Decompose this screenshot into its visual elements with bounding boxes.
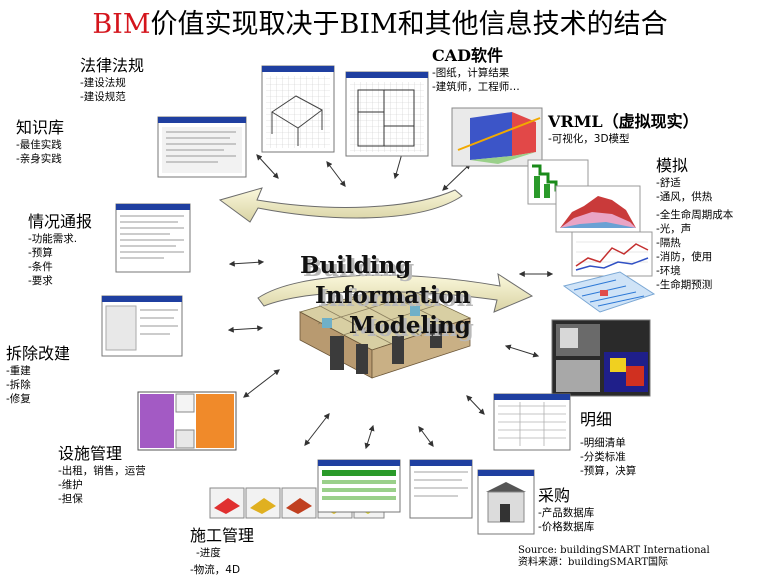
node-purchase-item: -产品数据库 (538, 507, 595, 519)
vrml-model-thumbnail (451, 107, 543, 167)
bim-line1: Building (300, 252, 411, 279)
arrow-demolish (227, 325, 264, 333)
procurement-database-thumbnails (317, 459, 535, 535)
ventilation-simulation-thumbnail (562, 271, 656, 313)
node-detail: 明细 -明细清单 -分类标准 -预算，决算 (580, 410, 636, 478)
simulation-area-chart (555, 185, 641, 233)
node-simulation-item: -隔热 (656, 237, 681, 249)
node-knowledge-item: -亲身实践 (16, 153, 62, 165)
arrow-vrml (442, 163, 471, 191)
bim-line1-shadow: Building (303, 255, 414, 282)
node-brief: 情况通报 -功能需求. -预算 -条件 -要求 (28, 212, 92, 288)
arrow-4d (304, 413, 330, 446)
cad-plan-thumbnail (345, 71, 429, 157)
source-credit: Source: buildingSMART International 资料来源… (518, 545, 710, 569)
node-simulation-item: -通风，供热 (656, 191, 713, 203)
node-simulation-item: -光，声 (656, 223, 692, 235)
arrow-detail (466, 395, 485, 415)
node-law-title: 法律法规 (80, 56, 145, 75)
swoosh-arrow-lower (257, 272, 534, 313)
node-law-item: -建设法规 (80, 77, 126, 89)
node-detail-item: -分类标准 (580, 451, 626, 463)
brief-document-thumbnail (115, 203, 191, 273)
node-construction-item: -进度 (196, 547, 221, 559)
node-brief-item: -要求 (28, 275, 53, 287)
node-simulation: 模拟 -舒适 -通风，供热 -全生命周期成本 -光，声 -隔热 -消防，使用 -… (656, 156, 733, 292)
node-simulation-item: -全生命周期成本 (656, 209, 734, 221)
cad-drawing-thumbnail (261, 65, 335, 153)
node-simulation-item: -消防，使用 (656, 251, 713, 263)
arrow-brief (228, 259, 265, 267)
node-purchase-item: -价格数据库 (538, 521, 595, 533)
slide-title: BIM价值实现取决于BIM和其他信息技术的结合 (0, 2, 760, 41)
source-cn: 资料来源：buildingSMART国际 (518, 557, 669, 568)
node-facility-item: -出租，销售，运营 (58, 465, 146, 477)
arrow-vr-render (504, 344, 540, 358)
node-demolish-item: -重建 (6, 365, 31, 377)
node-brief-item: -条件 (28, 261, 53, 273)
node-purchase: 采购 -产品数据库 -价格数据库 (538, 486, 594, 534)
node-cad-item: -图纸，计算结果 (432, 67, 510, 79)
connector-arrows (227, 148, 554, 450)
node-brief-title: 情况通报 (28, 212, 93, 231)
node-brief-item: -预算 (28, 247, 53, 259)
node-demolish-item: -拆除 (6, 379, 31, 391)
node-knowledge-title: 知识库 (16, 118, 65, 137)
node-vrml: VRML（虚拟现实） -可视化，3D模型 (548, 112, 699, 146)
swoosh-arrow-upper (218, 187, 463, 223)
node-cad-item: -建筑师，工程师… (432, 81, 520, 93)
node-simulation-item: -环境 (656, 265, 681, 277)
arrow-law-2 (326, 161, 346, 187)
node-demolish-item: -修复 (6, 393, 31, 405)
node-facility-title: 设施管理 (58, 444, 123, 463)
arrow-law (256, 154, 279, 179)
arrow-facility (243, 369, 280, 398)
arrow-purchase (418, 426, 434, 447)
node-simulation-title: 模拟 (656, 156, 689, 175)
node-law-item: -建设规范 (80, 91, 126, 103)
node-facility: 设施管理 -出租，销售，运营 -维护 -担保 (58, 444, 146, 506)
node-vrml-item: -可视化，3D模型 (548, 133, 630, 145)
node-detail-item: -明细清单 (580, 437, 626, 449)
node-brief-item: -功能需求. (28, 233, 78, 245)
simulation-line-chart (571, 231, 653, 277)
bim-line2-shadow: Information (318, 285, 474, 312)
law-document-thumbnail (157, 116, 247, 178)
quantity-list-thumbnail (493, 393, 571, 451)
bim-line3: Modeling (349, 312, 471, 339)
node-detail-item: -预算，决算 (580, 465, 637, 477)
demolition-form-thumbnail (101, 295, 183, 357)
node-simulation-item: -生命期预测 (656, 279, 713, 291)
node-construction-title: 施工管理 (190, 526, 255, 545)
node-simulation-item: -舒适 (656, 177, 681, 189)
node-demolish: 拆除改建 -重建 -拆除 -修复 (6, 344, 70, 406)
node-detail-title: 明细 (580, 410, 613, 429)
node-demolish-title: 拆除改建 (6, 344, 71, 363)
node-facility-item: -维护 (58, 479, 83, 491)
bim-center-text: Building Building Information Informatio… (300, 252, 474, 342)
title-accent: BIM (92, 9, 151, 40)
node-construction: 施工管理 -进度 -物流，4D (190, 526, 254, 576)
interior-render-thumbnail (551, 319, 651, 397)
node-facility-item: -担保 (58, 493, 83, 505)
title-rest: 价值实现取决于BIM和其他信息技术的结合 (150, 9, 668, 40)
facility-floorplan-thumbnail (137, 391, 237, 451)
bim-line3-shadow: Modeling (352, 315, 474, 342)
bim-building-model (298, 283, 472, 379)
node-law: 法律法规 -建设法规 -建设规范 (80, 56, 144, 104)
node-construction-item: -物流，4D (190, 564, 241, 576)
node-vrml-title: VRML（虚拟现实） (548, 112, 699, 131)
bim-line2: Information (315, 282, 471, 309)
source-en: Source: buildingSMART International (518, 545, 710, 556)
node-knowledge-item: -最佳实践 (16, 139, 62, 151)
node-purchase-title: 采购 (538, 486, 571, 505)
node-cad: CAD软件 -图纸，计算结果 -建筑师，工程师… (432, 46, 520, 94)
arrow-construction (364, 424, 375, 450)
node-cad-title: CAD软件 (432, 46, 504, 65)
node-knowledge: 知识库 -最佳实践 -亲身实践 (16, 118, 64, 166)
